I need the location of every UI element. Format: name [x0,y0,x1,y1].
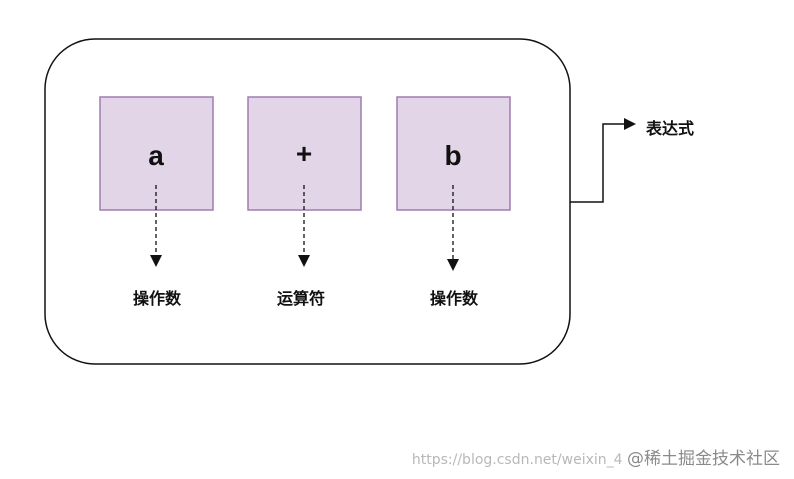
watermark: https://blog.csdn.net/weixin_4 @稀土掘金技术社区 [412,444,780,469]
output-arrowhead [624,118,636,130]
operator-plus-symbol: + [295,138,313,169]
output-connector [570,123,624,203]
operand-b-label: 操作数 [429,289,479,308]
operand-a-label: 操作数 [132,289,182,308]
watermark-url: https://blog.csdn.net/weixin_4 [411,452,623,468]
expression-label: 表达式 [645,119,695,138]
arrowhead-a [150,255,162,267]
operand-b-box [396,96,511,211]
operand-a-symbol: a [148,140,164,171]
operator-plus-box [247,96,362,211]
watermark-brand: @稀土掘金技术社区 [627,449,780,469]
arrowhead-plus [298,255,310,267]
operand-a-box [99,96,214,211]
operator-label: 运算符 [276,289,326,308]
arrowhead-b [447,259,459,271]
operand-b-symbol: b [444,140,462,171]
